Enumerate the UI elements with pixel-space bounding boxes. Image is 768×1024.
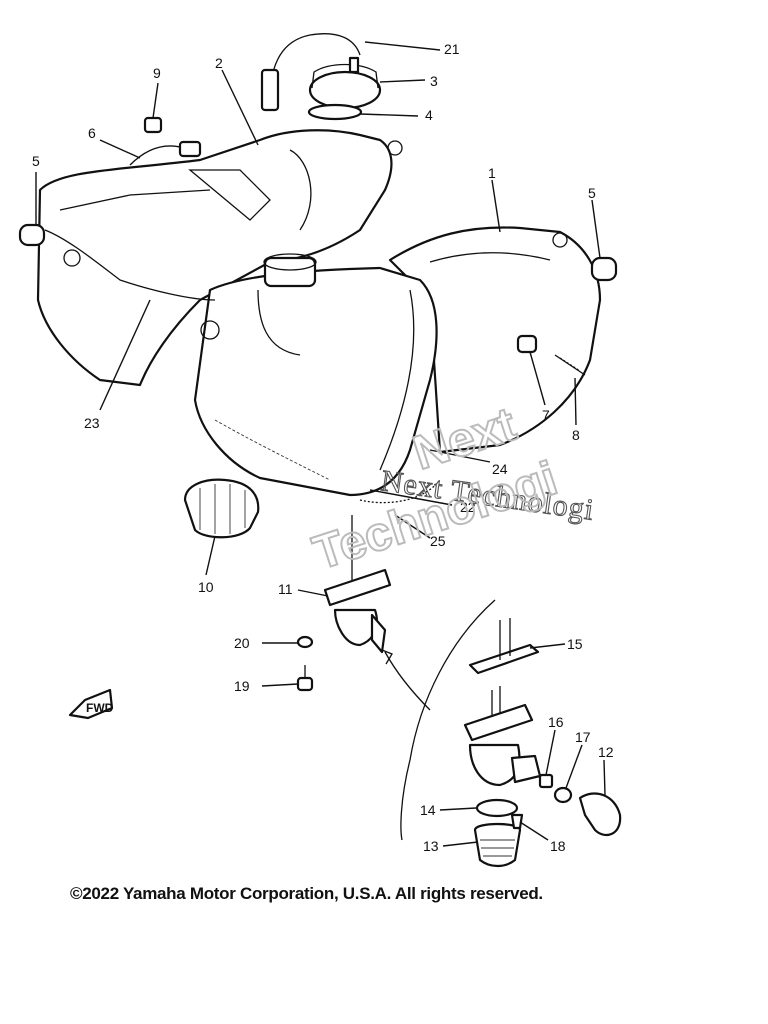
detail-fuel-cock-body: [463, 686, 542, 787]
detail-arrow: [384, 651, 431, 711]
damper-right: [590, 256, 618, 282]
callout-5-right: 5: [588, 185, 596, 201]
detail-bowl-13: [473, 822, 522, 868]
callout-20: 20: [234, 635, 250, 651]
callout-18: 18: [550, 838, 566, 854]
callout-16: 16: [548, 714, 564, 730]
tank-main-body: [193, 253, 438, 497]
fuel-cap: [308, 56, 382, 110]
callout-4: 4: [425, 107, 433, 123]
screw-19: [296, 665, 314, 692]
callout-22: 22: [460, 499, 476, 515]
leader-lines: [35, 41, 606, 847]
callout-3: 3: [430, 73, 438, 89]
callout-labels: 21 3 4 2 9 6 5 5 1 7 8 23 24 22 25 10 11…: [32, 41, 614, 854]
callout-21: 21: [444, 41, 460, 57]
fuel-strainer: [183, 478, 260, 539]
callout-10: 10: [198, 579, 214, 595]
fitting-9: [143, 116, 163, 134]
callout-14: 14: [420, 802, 436, 818]
forward-arrow-label: FWD: [86, 701, 114, 715]
callout-15: 15: [567, 636, 583, 652]
fuel-hose-25: [359, 479, 441, 504]
callout-2: 2: [215, 55, 223, 71]
forward-arrow: FWD: [68, 688, 114, 720]
detail-gasket-15: [468, 618, 540, 675]
bolt-8: [554, 354, 586, 376]
damper-left: [18, 223, 46, 247]
detail-bracket: [400, 599, 496, 841]
callout-9: 9: [153, 65, 161, 81]
tank-rear-half: [36, 129, 403, 387]
callout-1: 1: [488, 165, 496, 181]
callout-7: 7: [542, 407, 550, 423]
washer-20: [296, 635, 314, 649]
detail-arrowhead: [381, 649, 393, 665]
detail-oring-14: [475, 798, 519, 818]
callout-12: 12: [598, 744, 614, 760]
callout-19: 19: [234, 678, 250, 694]
hose-23: [44, 229, 216, 301]
callout-25: 25: [430, 533, 446, 549]
hose-6: [129, 140, 202, 166]
detail-oring-17: [553, 786, 573, 804]
detail-spring-16: [538, 773, 554, 789]
detail-lever-12: [578, 792, 622, 837]
copyright-notice: ©2022 Yamaha Motor Corporation, U.S.A. A…: [70, 884, 543, 903]
breather-hose-21: [260, 33, 361, 112]
detail-screw-18: [510, 813, 524, 830]
cap-gasket: [307, 103, 363, 121]
callout-24: 24: [492, 461, 508, 477]
fuel-cock-assembly: [323, 515, 392, 654]
callout-13: 13: [423, 838, 439, 854]
callout-6: 6: [88, 125, 96, 141]
callout-8: 8: [572, 427, 580, 443]
callout-17: 17: [575, 729, 591, 745]
callout-5-left: 5: [32, 153, 40, 169]
callout-11: 11: [278, 581, 293, 597]
callout-23: 23: [84, 415, 100, 431]
collar-7: [516, 334, 538, 354]
